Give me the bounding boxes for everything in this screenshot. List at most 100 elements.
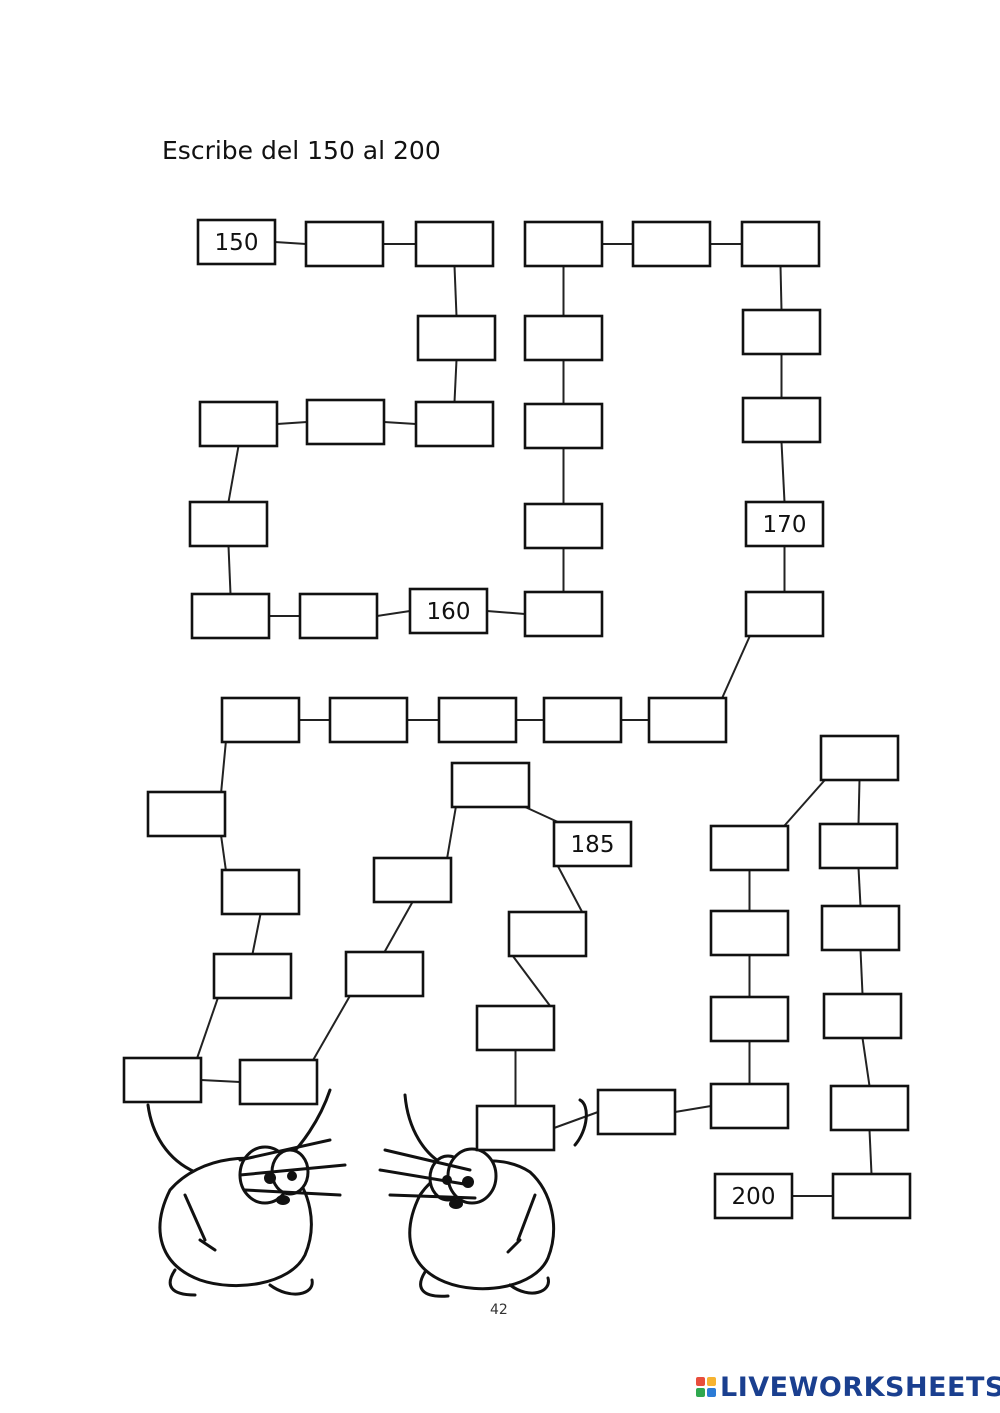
answer-box[interactable] <box>437 696 518 744</box>
path-connector <box>857 867 862 907</box>
answer-box-input[interactable] <box>298 592 379 640</box>
answer-box[interactable] <box>416 314 497 362</box>
answer-box[interactable] <box>820 904 901 952</box>
path-connector <box>868 1129 873 1175</box>
answer-box[interactable] <box>146 790 227 838</box>
answer-box[interactable] <box>596 1088 677 1136</box>
answer-box[interactable] <box>188 500 269 548</box>
answer-box-input[interactable] <box>740 220 821 268</box>
answer-box-input[interactable] <box>523 402 604 450</box>
answer-box[interactable] <box>829 1084 910 1132</box>
answer-box[interactable] <box>212 952 293 1000</box>
answer-box-input[interactable] <box>542 696 623 744</box>
answer-box[interactable] <box>198 400 279 448</box>
answer-box[interactable] <box>523 590 604 638</box>
answer-box[interactable] <box>741 396 822 444</box>
answer-box-input[interactable] <box>414 400 495 448</box>
answer-box[interactable] <box>709 1082 790 1130</box>
answer-box-input[interactable] <box>146 790 227 838</box>
answer-box-input[interactable] <box>198 400 279 448</box>
answer-box-input[interactable] <box>709 909 790 957</box>
answer-box-input[interactable] <box>328 696 409 744</box>
answer-box-input[interactable] <box>523 502 604 550</box>
answer-box-input[interactable] <box>220 868 301 916</box>
answer-box[interactable] <box>709 909 790 957</box>
answer-box-input[interactable] <box>523 220 604 268</box>
answer-box-input[interactable] <box>122 1056 203 1104</box>
answer-box-input[interactable] <box>475 1004 556 1052</box>
answer-box[interactable] <box>647 696 728 744</box>
answer-box[interactable] <box>523 220 604 268</box>
answer-box-input[interactable] <box>831 1172 912 1220</box>
answer-box-input[interactable] <box>741 396 822 444</box>
answer-box[interactable] <box>298 592 379 640</box>
answer-box[interactable] <box>523 314 604 362</box>
answer-box-input[interactable] <box>709 824 790 872</box>
path-connector <box>227 545 232 595</box>
answer-box[interactable] <box>831 1172 912 1220</box>
answer-box-input[interactable] <box>416 314 497 362</box>
answer-box-input[interactable] <box>744 590 825 638</box>
answer-box[interactable] <box>523 502 604 550</box>
answer-box[interactable] <box>822 992 903 1040</box>
answer-box[interactable] <box>220 696 301 744</box>
answer-box-input[interactable] <box>188 500 269 548</box>
answer-box[interactable] <box>542 696 623 744</box>
answer-box-input[interactable] <box>819 734 900 782</box>
answer-box[interactable] <box>475 1004 556 1052</box>
answer-box-input[interactable] <box>596 1088 677 1136</box>
answer-box[interactable] <box>372 856 453 904</box>
answer-box[interactable] <box>450 761 531 809</box>
answer-box[interactable] <box>475 1104 556 1152</box>
answer-box-input[interactable] <box>190 592 271 640</box>
answer-box[interactable] <box>744 590 825 638</box>
answer-box-input[interactable] <box>820 904 901 952</box>
answer-box-input[interactable] <box>212 952 293 1000</box>
answer-box-input[interactable] <box>475 1104 556 1152</box>
answer-box-input[interactable] <box>647 696 728 744</box>
answer-box[interactable] <box>344 950 425 998</box>
answer-box[interactable] <box>220 868 301 916</box>
answer-box-input[interactable] <box>741 308 822 356</box>
answer-box[interactable] <box>818 822 899 870</box>
answer-box-input[interactable] <box>822 992 903 1040</box>
answer-box[interactable] <box>304 220 385 268</box>
answer-box[interactable] <box>414 220 495 268</box>
answer-box[interactable] <box>305 398 386 446</box>
answer-box[interactable] <box>238 1058 319 1106</box>
answer-box[interactable] <box>709 824 790 872</box>
answer-box-input[interactable] <box>437 696 518 744</box>
answer-box-input[interactable] <box>450 761 531 809</box>
answer-box[interactable] <box>819 734 900 782</box>
answer-box-input[interactable] <box>709 1082 790 1130</box>
answer-box[interactable] <box>414 400 495 448</box>
given-number-box: 170 <box>744 500 825 548</box>
answer-box-input[interactable] <box>372 856 453 904</box>
answer-box[interactable] <box>631 220 712 268</box>
answer-box[interactable] <box>507 910 588 958</box>
answer-box-input[interactable] <box>709 995 790 1043</box>
path-connector <box>780 441 786 503</box>
answer-box[interactable] <box>741 308 822 356</box>
answer-box[interactable] <box>523 402 604 450</box>
answer-box-input[interactable] <box>829 1084 910 1132</box>
answer-box[interactable] <box>709 995 790 1043</box>
path-connector <box>200 1079 241 1083</box>
answer-box-input[interactable] <box>414 220 495 268</box>
answer-box-input[interactable] <box>507 910 588 958</box>
answer-box-input[interactable] <box>305 398 386 446</box>
answer-box-input[interactable] <box>631 220 712 268</box>
answer-box[interactable] <box>328 696 409 744</box>
answer-box[interactable] <box>740 220 821 268</box>
answer-box-input[interactable] <box>818 822 899 870</box>
answer-box-input[interactable] <box>523 314 604 362</box>
given-number-label: 150 <box>215 230 259 256</box>
answer-box-input[interactable] <box>523 590 604 638</box>
answer-box[interactable] <box>122 1056 203 1104</box>
answer-box[interactable] <box>190 592 271 640</box>
answer-box-input[interactable] <box>238 1058 319 1106</box>
answer-box-input[interactable] <box>304 220 385 268</box>
answer-box-input[interactable] <box>344 950 425 998</box>
answer-box-input[interactable] <box>220 696 301 744</box>
